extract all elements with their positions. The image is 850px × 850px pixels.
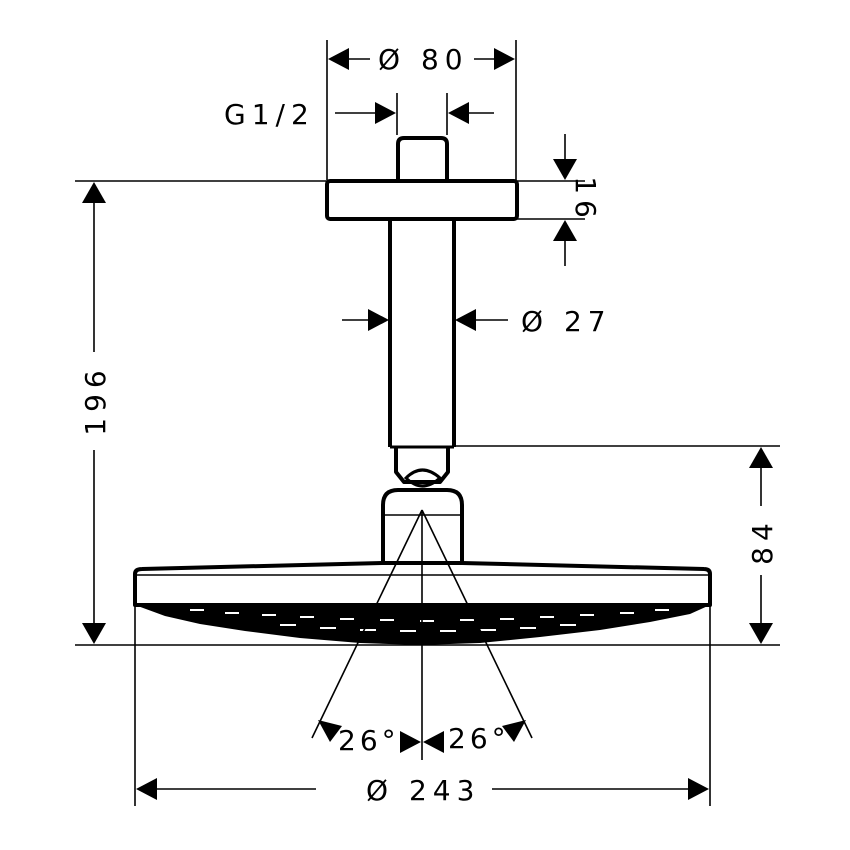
dimension-thread: G1/2 [224,93,494,135]
arrow-up-icon [82,182,106,203]
arrow-icon [318,720,342,742]
arrow-icon [502,720,526,742]
arrow-down-icon [82,623,106,644]
spray-angle-lines [311,509,533,760]
dimension-arm-diameter: Ø 27 [342,305,612,338]
flange-height-label: 16 [569,176,602,224]
arrow-right-icon [375,102,396,124]
arrow-right-icon [368,309,389,331]
arrow-left-icon [423,731,444,753]
dimension-spray-angle: 26° 26° [318,720,526,757]
spray-angle-left-label: 26° [338,724,400,757]
dimension-head-height: 84 [454,445,780,644]
arrow-right-icon [494,48,515,70]
head-height-label: 84 [746,517,779,565]
arrow-up-icon [553,220,577,241]
flange-diameter-label: Ø 80 [378,43,469,76]
thread-nipple [396,136,449,181]
head-connector [381,488,464,563]
ceiling-flange [325,179,519,221]
arrow-left-icon [328,48,349,70]
dimension-flange-height: 16 [517,134,602,266]
arrow-left-icon [448,102,469,124]
dimension-flange-diameter: Ø 80 [326,40,517,180]
arrow-left-icon [136,778,157,800]
total-height-label: 196 [79,364,112,435]
arrow-down-icon [749,623,773,644]
arm-diameter-label: Ø 27 [521,305,612,338]
head-diameter-label: Ø 243 [366,774,480,807]
ball-joint [394,447,450,488]
nozzle-dots [190,609,669,632]
arrow-right-icon [688,778,709,800]
thread-label: G1/2 [224,98,315,131]
arrow-right-icon [400,731,421,753]
dimension-head-diameter: Ø 243 [134,605,711,807]
arrow-left-icon [455,309,476,331]
spray-angle-right-label: 26° [448,722,510,755]
ceiling-arm [388,219,456,449]
arrow-down-icon [553,159,577,180]
dimension-total-height: 196 [75,180,780,646]
arrow-up-icon [749,447,773,468]
